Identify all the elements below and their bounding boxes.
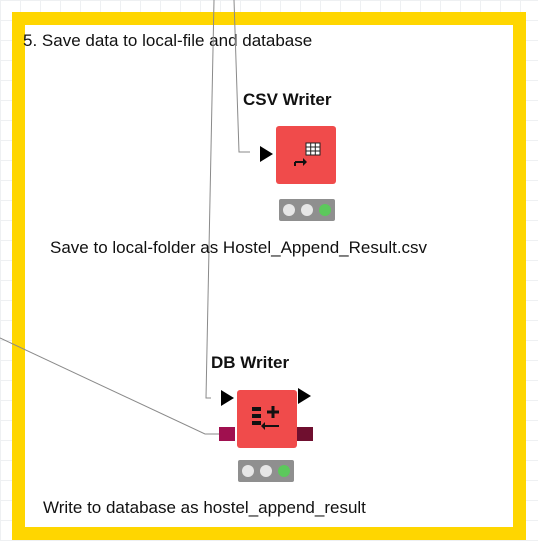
db-writer-title[interactable]: DB Writer bbox=[211, 353, 290, 372]
db-writer-status-indicator bbox=[238, 460, 294, 482]
csv-writer-input-port[interactable] bbox=[260, 146, 273, 162]
db-writer-connection-port[interactable] bbox=[219, 427, 235, 441]
csv-writer-status-indicator bbox=[279, 199, 335, 221]
db-writer-comment[interactable]: Write to database as hostel_append_resul… bbox=[43, 498, 366, 517]
status-light-red bbox=[283, 204, 295, 216]
status-light-yellow bbox=[301, 204, 313, 216]
db-writer-db-output-port[interactable] bbox=[297, 427, 313, 441]
status-light-green bbox=[319, 204, 331, 216]
csv-writer-node[interactable] bbox=[276, 126, 336, 184]
status-light-red bbox=[242, 465, 254, 477]
csv-writer-comment[interactable]: Save to local-folder as Hostel_Append_Re… bbox=[50, 238, 428, 257]
csv-writer-title[interactable]: CSV Writer bbox=[243, 90, 332, 109]
table-export-icon bbox=[294, 142, 321, 166]
annotation-title: 5. Save data to local-file and database bbox=[23, 31, 313, 50]
status-light-yellow bbox=[260, 465, 272, 477]
status-light-green bbox=[278, 465, 290, 477]
workflow-annotation[interactable] bbox=[12, 12, 526, 540]
db-writer-output-port[interactable] bbox=[298, 388, 311, 404]
db-writer-input-port[interactable] bbox=[221, 390, 234, 406]
database-insert-icon bbox=[252, 406, 279, 430]
db-writer-node[interactable] bbox=[237, 390, 297, 448]
